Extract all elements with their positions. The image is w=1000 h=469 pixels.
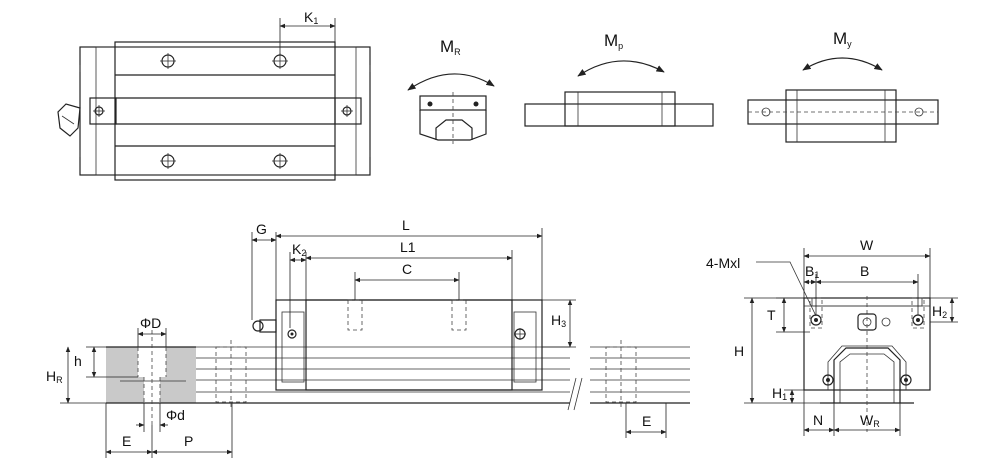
k1-label: K1: [304, 9, 318, 26]
h3-label: H3: [551, 312, 566, 329]
mp-label: Mp: [604, 31, 623, 51]
phi-big-d-label: ΦD: [140, 315, 161, 331]
moment-p-view: Mp: [524, 31, 714, 127]
bolt-hole-icon: [93, 53, 353, 169]
h-small-label: h: [74, 353, 82, 369]
plan-view: K1: [57, 9, 371, 181]
l-label: L: [402, 217, 410, 233]
p-label: P: [184, 433, 193, 449]
w-label: W: [860, 237, 874, 253]
n-label: N: [813, 412, 823, 428]
b-label: B: [860, 263, 869, 279]
rail-section-view: ΦD h HR Φd E P: [46, 315, 233, 458]
hr-label: HR: [46, 368, 63, 385]
grease-nipple-icon: [57, 103, 81, 137]
wr-label: WR: [860, 412, 880, 429]
k2-label: K2: [292, 241, 306, 258]
h2-label: H2: [932, 303, 947, 320]
4-mxl-callout: 4-Mxl: [706, 255, 740, 271]
moment-y-view: My: [747, 29, 939, 143]
my-label: My: [833, 29, 852, 49]
e-right-label: E: [642, 413, 651, 429]
b1-label: B1: [805, 263, 819, 280]
g-label: G: [256, 221, 267, 237]
phi-small-d-label: Φd: [166, 407, 185, 423]
t-label: T: [767, 307, 776, 323]
h1-label: H1: [772, 385, 787, 402]
mr-label: MR: [440, 37, 461, 57]
front-view: 4-Mxl W B1 B T H2 H H1: [706, 237, 958, 436]
h-label: H: [734, 343, 744, 359]
side-view: G K2 L L1 C H3 E: [196, 217, 690, 438]
moment-r-view: MR: [407, 37, 495, 144]
c-label: C: [402, 261, 412, 277]
e-label: E: [122, 433, 131, 449]
l1-label: L1: [400, 239, 416, 255]
